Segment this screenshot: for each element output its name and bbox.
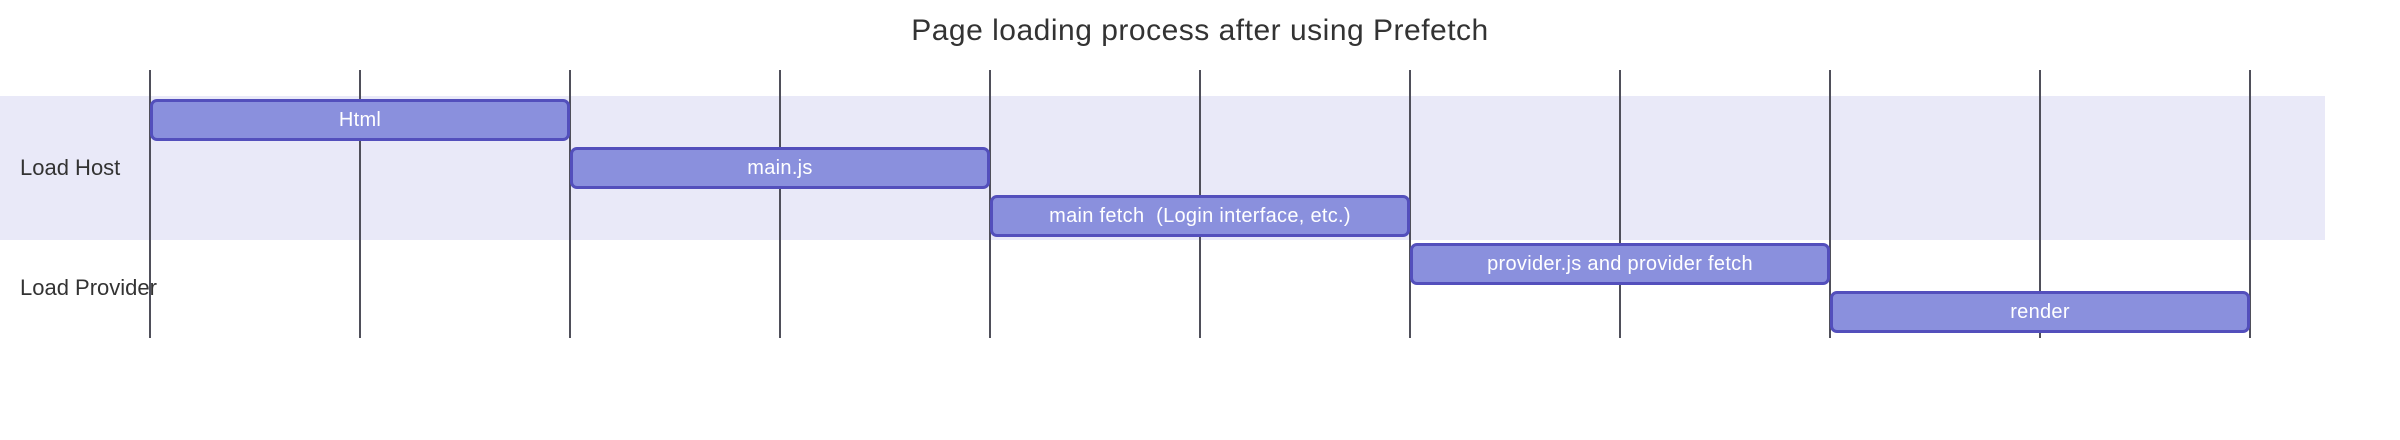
gridline-0 — [149, 70, 151, 338]
task-bar-3: main fetch (Login interface, etc.) — [990, 195, 1410, 237]
section-label-1: Load Host — [20, 155, 121, 180]
gridline-8 — [1829, 70, 1831, 338]
chart-title: Page loading process after using Prefetc… — [911, 14, 1489, 47]
gridline-1 — [359, 70, 361, 338]
gridline-9 — [2039, 70, 2041, 338]
gridline-2 — [569, 70, 571, 338]
task-bar-2: main.js — [570, 147, 990, 189]
task-label-3: main fetch (Login interface, etc.) — [1049, 204, 1351, 227]
task-bar-4: provider.js and provider fetch — [1410, 243, 1830, 285]
gridline-10 — [2249, 70, 2251, 338]
task-label-4: provider.js and provider fetch — [1487, 252, 1753, 275]
task-bar-5: render — [1830, 291, 2250, 333]
section-label-2: Load Provider — [20, 275, 157, 300]
task-label-5: render — [2010, 300, 2070, 323]
task-label-2: main.js — [747, 156, 813, 179]
task-label-1: Html — [338, 108, 382, 131]
gridline-3 — [779, 70, 781, 338]
gridline-7 — [1619, 70, 1621, 338]
task-bar-1: Html — [150, 99, 570, 141]
gridline-6 — [1409, 70, 1411, 338]
